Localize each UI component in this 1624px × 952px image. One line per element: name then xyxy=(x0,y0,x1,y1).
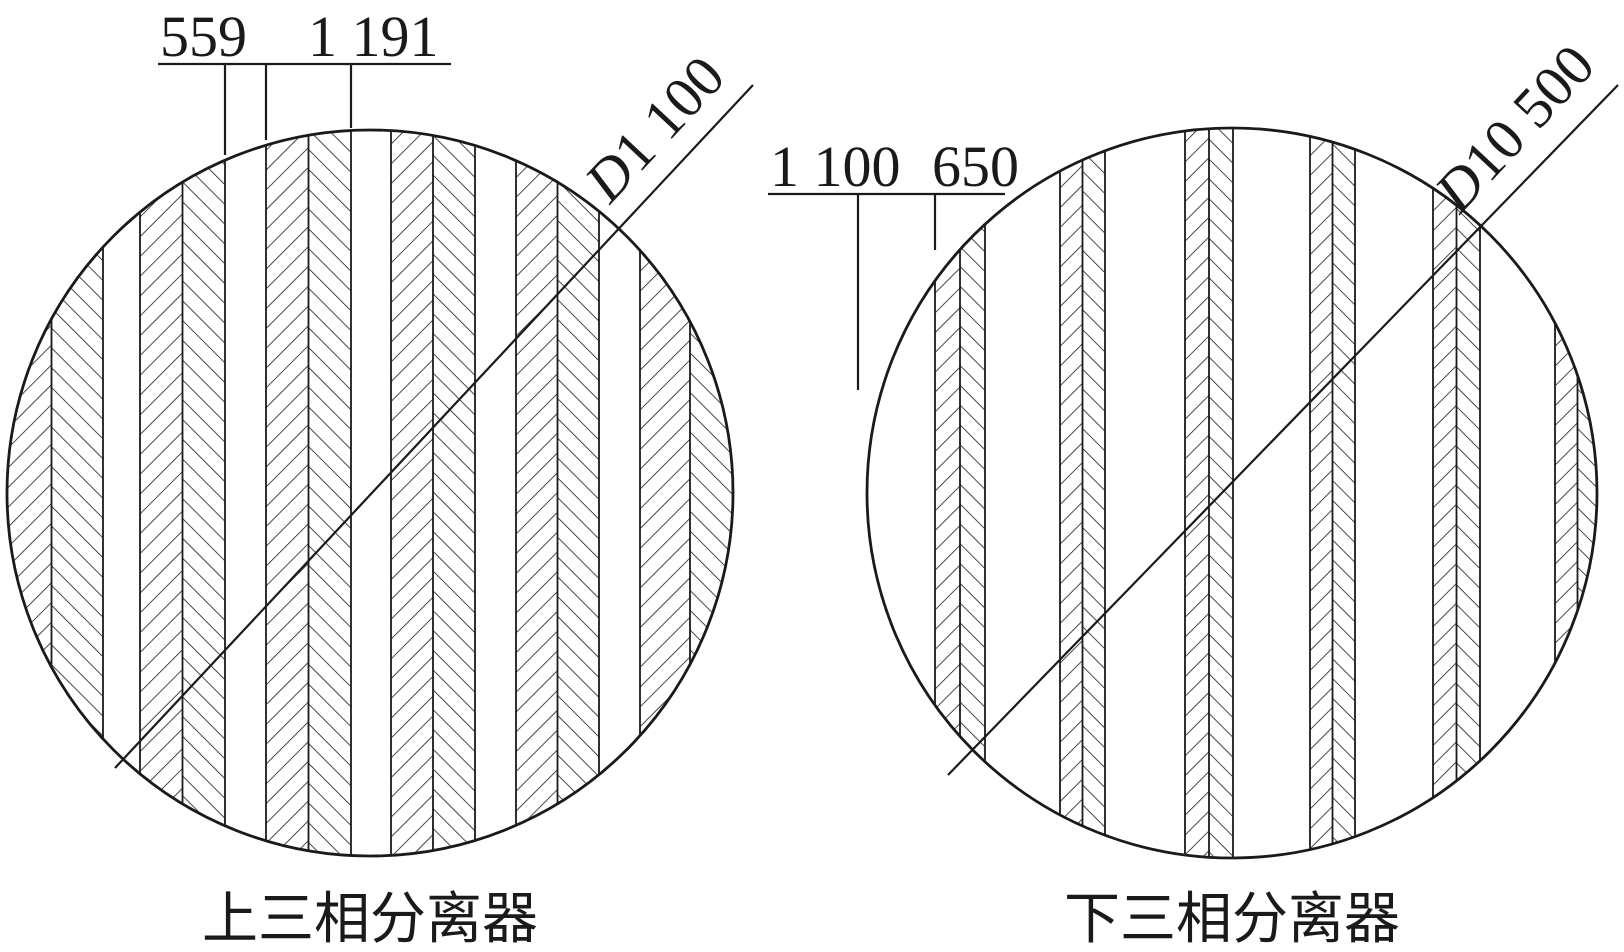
hatch-half xyxy=(935,128,960,858)
right-diameter-label: D10 500 xyxy=(1421,32,1607,224)
hatch-half xyxy=(140,130,183,856)
left-dimension: 559 1 191 xyxy=(158,4,451,155)
hatch-half xyxy=(835,120,847,870)
left-dim-559: 559 xyxy=(160,4,247,69)
hatch-half xyxy=(847,120,859,870)
hatch-half xyxy=(1060,128,1083,858)
hatch-half xyxy=(391,130,433,856)
hatch-half xyxy=(960,128,985,858)
hatch-half xyxy=(1433,128,1457,858)
hatch-half xyxy=(1082,128,1105,858)
hatch-half xyxy=(516,130,558,856)
right-caption: 下三相分离器 xyxy=(1064,887,1400,952)
hatch-half xyxy=(1456,128,1480,858)
hatch-half xyxy=(266,130,309,856)
hatch-half xyxy=(433,130,475,856)
hatch-half xyxy=(640,130,690,856)
hatch-half xyxy=(557,130,599,856)
left-separator-outline xyxy=(5,128,735,858)
right-dimension: 1 100 650 xyxy=(768,134,1019,390)
right-dim-1100: 1 100 xyxy=(770,134,901,199)
right-diameter-line xyxy=(947,84,1619,776)
hatch-half xyxy=(308,130,351,856)
hatch-half xyxy=(182,130,225,856)
left-caption: 上三相分离器 xyxy=(202,887,538,952)
right-separator-outline xyxy=(865,126,1599,860)
hatch-half xyxy=(1310,128,1333,858)
left-dim-1191: 1 191 xyxy=(308,4,439,69)
hatch-half xyxy=(51,130,103,856)
hatch-half xyxy=(1555,128,1578,858)
hatch-half xyxy=(1332,128,1355,858)
right-dim-650: 650 xyxy=(932,134,1019,199)
left-diameter-line xyxy=(114,84,754,769)
hatch-half xyxy=(1185,128,1209,858)
